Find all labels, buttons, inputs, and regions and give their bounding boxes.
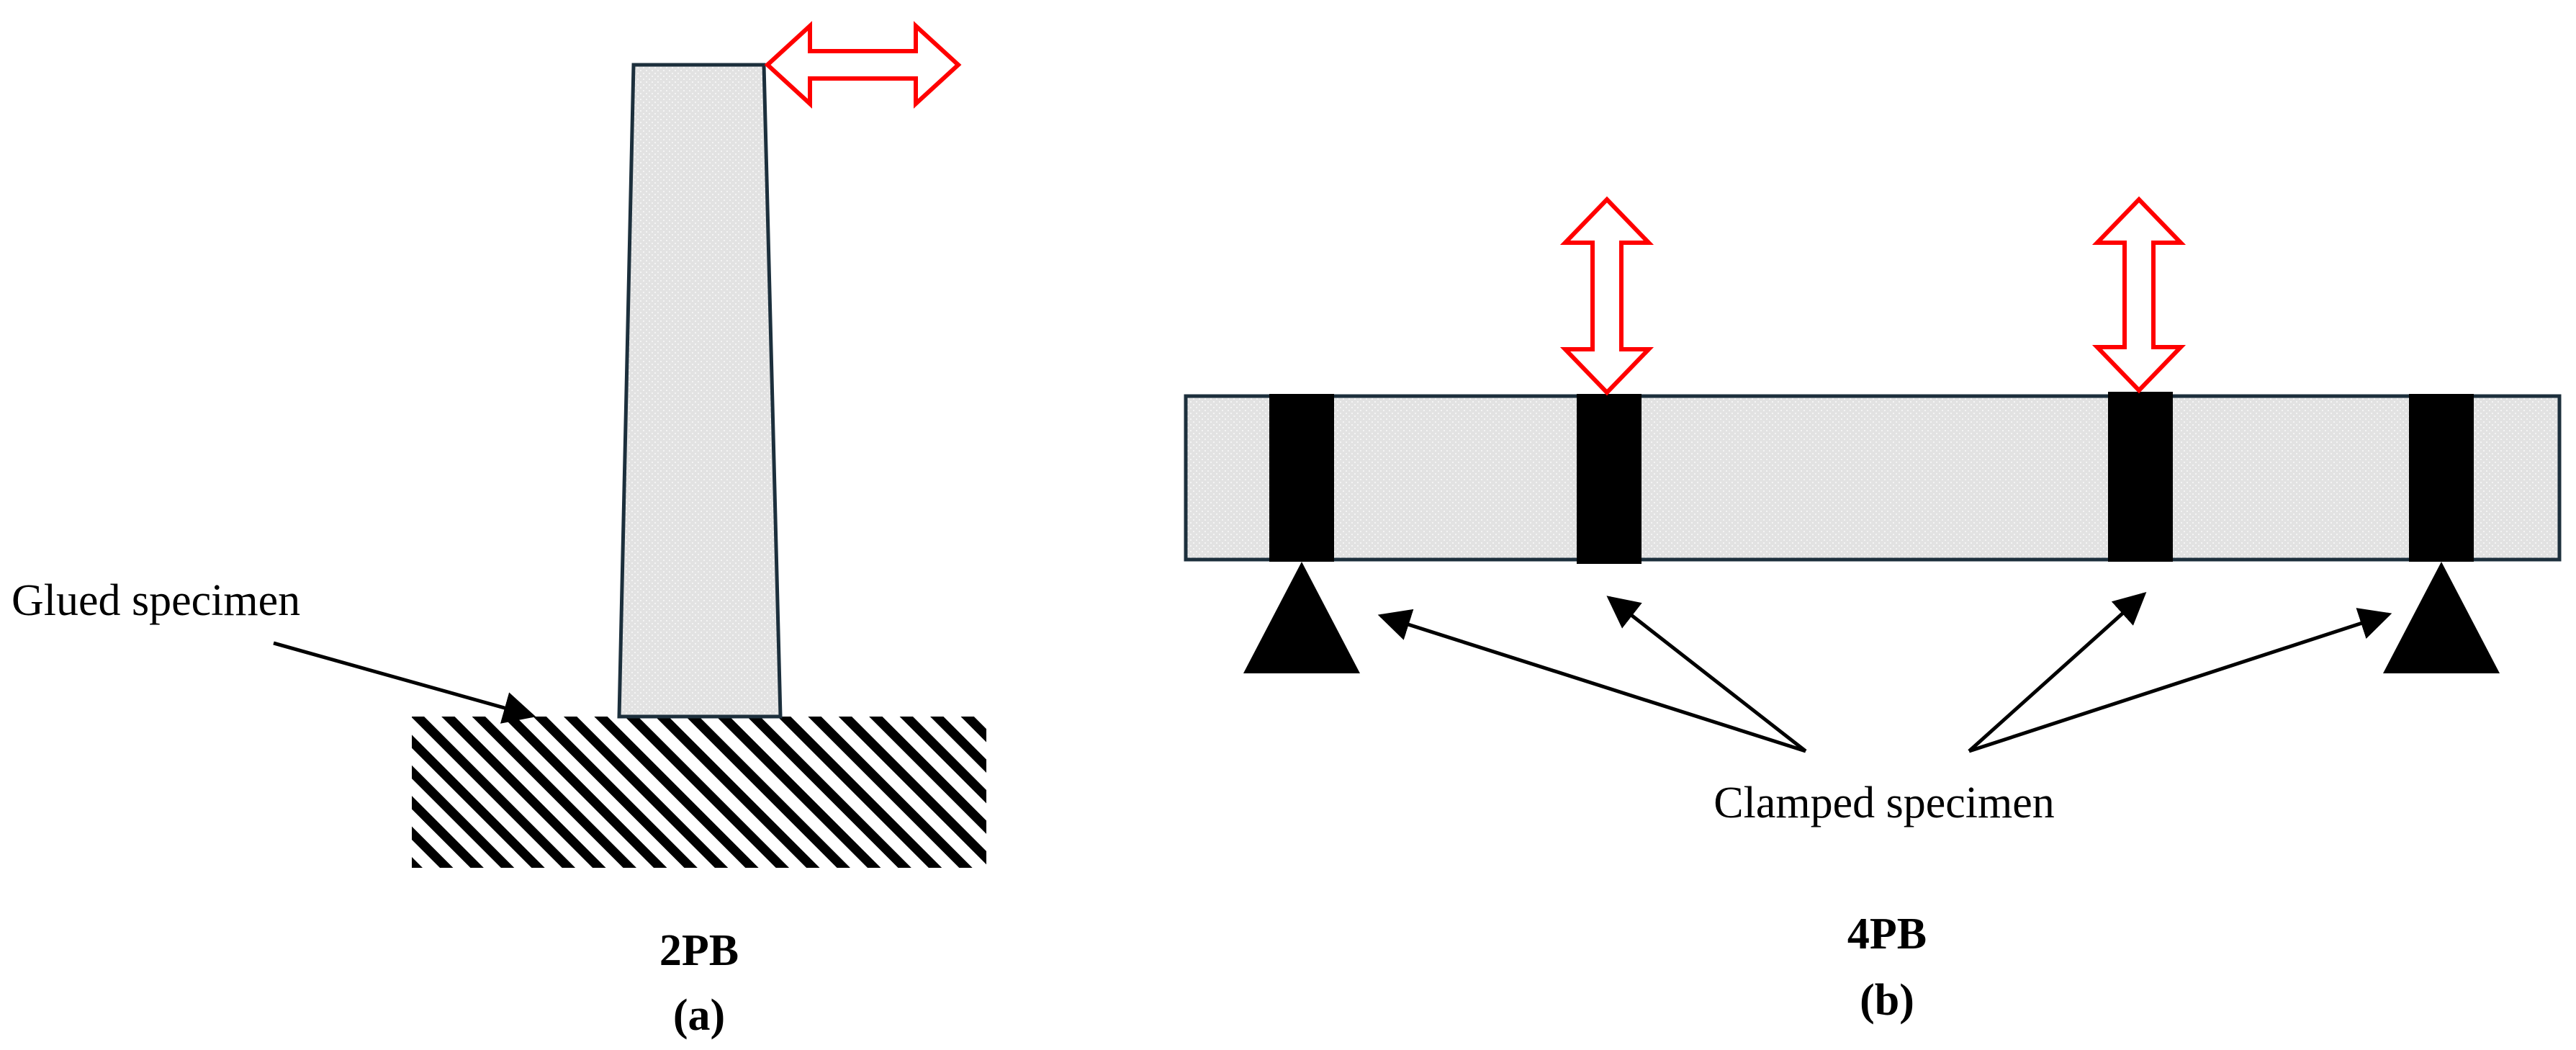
beam-specimen [1184, 394, 2562, 562]
panel-b: Clamped specimen 4PB (b) [1184, 196, 2562, 1025]
clamped-specimen-label: Clamped specimen [1713, 778, 2054, 827]
test-name-2pb: 2PB [659, 926, 739, 975]
outer-clamp-left [1269, 394, 1334, 562]
double-headed-arrow-icon [1559, 196, 1654, 396]
test-name-4pb: 4PB [1847, 910, 1927, 959]
inner-clamp-left [1577, 394, 1641, 564]
double-headed-arrow-icon [764, 21, 962, 109]
tapered-specimen [617, 63, 783, 719]
outer-clamp-right [2409, 394, 2474, 562]
glued-specimen-pointer [273, 641, 536, 724]
panel-b-caption: (b) [1860, 976, 1914, 1025]
clamp-pointer-4 [1968, 608, 2392, 753]
panel-a: Glued specimen 2PB (a) [12, 21, 986, 1040]
panel-a-caption: (a) [673, 991, 725, 1040]
double-headed-arrow-icon [2091, 196, 2187, 394]
clamp-pointer-3 [1968, 591, 2147, 753]
clamp-pointer-1 [1377, 609, 1806, 753]
triangle-support-icon [2383, 562, 2500, 673]
hatched-ground-icon [412, 717, 986, 868]
clamp-pointer-2 [1606, 596, 1807, 753]
triangle-support-icon [1243, 562, 1360, 673]
inner-clamp-right [2108, 392, 2173, 562]
glued-specimen-label: Glued specimen [12, 576, 300, 625]
